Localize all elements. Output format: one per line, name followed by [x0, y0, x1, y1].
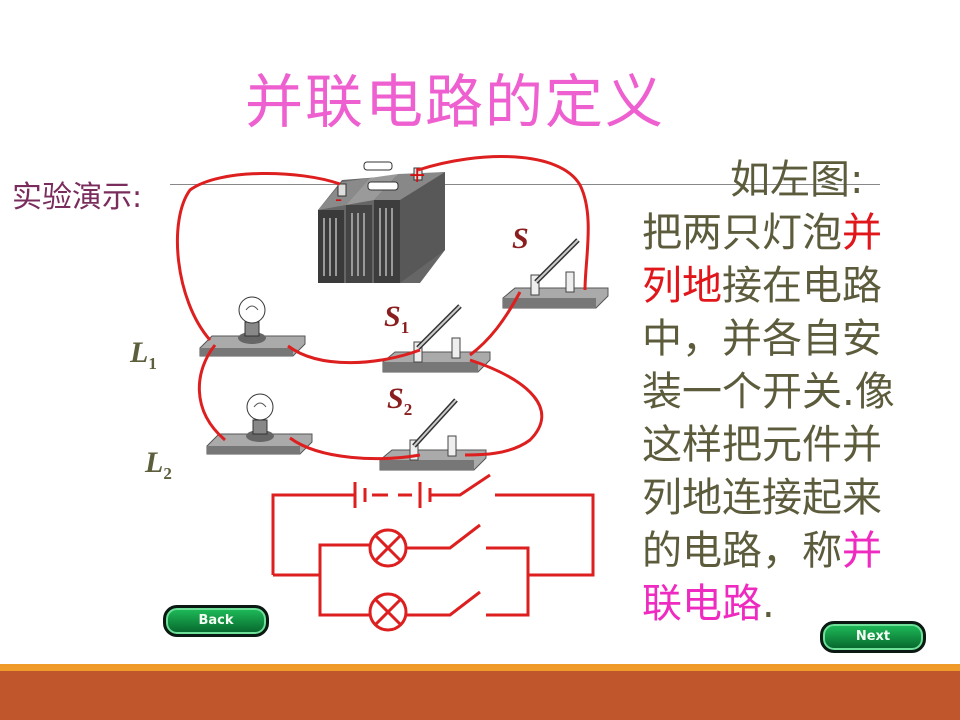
next-button[interactable]: Next: [820, 621, 926, 653]
footer-stripe: [0, 664, 960, 671]
label-l1: L1: [130, 336, 157, 373]
battery-icon: [318, 161, 445, 283]
description-part-2: 接在电路中，并各自安装一个开关.像这样把元件并列地连接起来的电路，称: [642, 263, 895, 574]
label-s: S: [512, 222, 529, 255]
description-period: .: [762, 581, 775, 627]
divider-line: [170, 184, 880, 185]
pictorial-wires: [175, 154, 590, 461]
description-highlight-term: 并联电路: [642, 528, 882, 627]
battery-minus-sign: -: [335, 187, 342, 211]
lamp-l2-icon: [206, 393, 313, 455]
back-button[interactable]: Back: [163, 605, 269, 637]
switch-s2-icon: [379, 398, 487, 471]
label-l2: L2: [145, 446, 172, 483]
footer-bar: [0, 671, 960, 720]
switch-s-icon: [502, 238, 609, 309]
label-s2: S2: [387, 382, 413, 419]
description-highlight-parallel: 并列地: [642, 210, 882, 309]
circuit-schematic: [271, 473, 595, 632]
description-text: 如左图: 把两只灯泡并列地接在电路中，并各自安装一个开关.像这样把元件并列地连接起…: [642, 154, 912, 631]
label-s1: S1: [384, 300, 410, 337]
description-part-1: 把两只灯泡: [642, 210, 842, 256]
demo-label: 实验演示:: [12, 180, 143, 215]
slide-title: 并联电路的定义: [244, 68, 665, 136]
description-intro: 如左图:: [730, 157, 864, 203]
lamp-l1-icon: [199, 296, 306, 357]
